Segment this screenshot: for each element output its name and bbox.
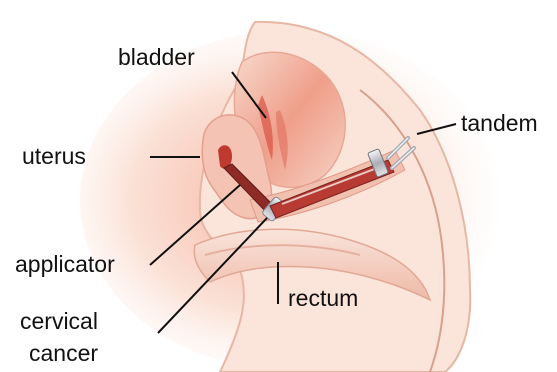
label-uterus: uterus — [22, 144, 86, 168]
label-bladder: bladder — [118, 45, 195, 69]
label-cancer: cancer — [29, 341, 98, 365]
label-tandem: tandem — [461, 111, 538, 135]
label-cervical: cervical — [20, 309, 98, 333]
label-rectum: rectum — [288, 286, 358, 310]
label-applicator: applicator — [15, 252, 115, 276]
